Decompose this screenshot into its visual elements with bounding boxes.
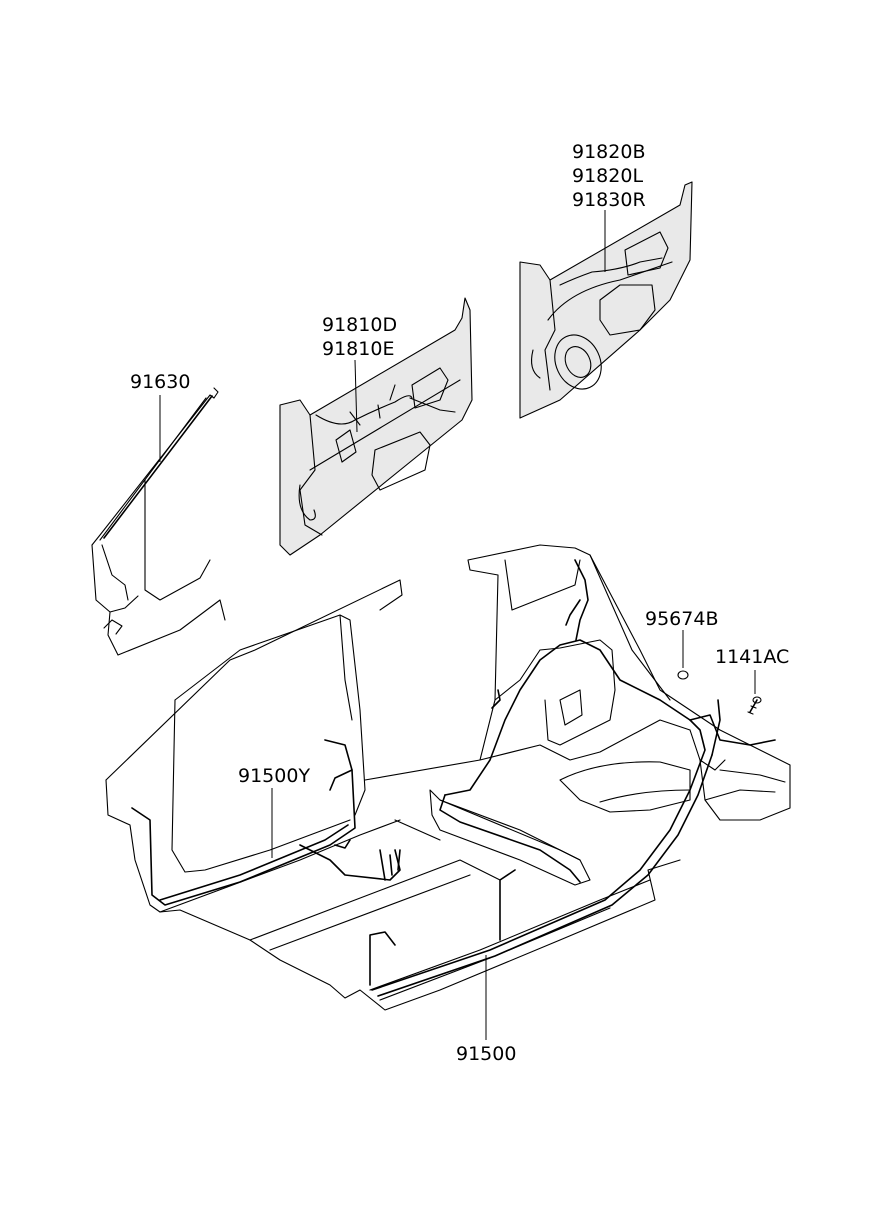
grommet-part: [677, 670, 689, 680]
part-label-91500: 91500: [456, 1043, 517, 1065]
main-floor-harness: [369, 559, 776, 997]
part-label-91820l: 91820L: [572, 165, 644, 187]
part-label-95674b: 95674B: [645, 608, 719, 630]
left-floor-harness: [131, 739, 401, 906]
body-floor-panel: [105, 544, 791, 1011]
part-label-91810e: 91810E: [322, 338, 395, 360]
leader-91810: [354, 359, 358, 433]
part-label-91500y: 91500Y: [238, 765, 311, 787]
part-label-1141ac: 1141AC: [715, 646, 790, 668]
part-label-91810d: 91810D: [322, 314, 398, 336]
part-label-group-rear-door: 91820B 91820L 91830R: [572, 140, 646, 212]
part-label-group-front-door: 91810D 91810E: [322, 313, 397, 361]
part-label-91630: 91630: [130, 371, 191, 393]
part-label-91820b: 91820B: [572, 141, 646, 163]
screw-part: [747, 696, 762, 715]
front-door-panel: [279, 297, 473, 556]
a-pillar-panel: [91, 387, 226, 656]
rear-door-panel: [519, 181, 693, 419]
a-pillar-harness-wire: [103, 395, 213, 539]
part-label-91830r: 91830R: [572, 189, 646, 211]
